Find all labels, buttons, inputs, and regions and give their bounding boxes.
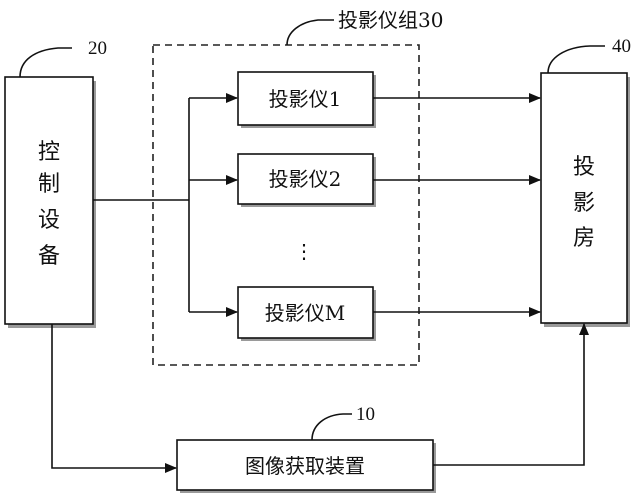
projector-group-leader xyxy=(286,19,334,46)
projection-room-ref-number: 40 xyxy=(612,36,631,57)
control-device-char-4: 备 xyxy=(38,244,60,269)
projection-room-char-1: 投 xyxy=(573,155,595,180)
image-capture-label: 图像获取装置 xyxy=(245,454,365,478)
projection-room-ref: 40 xyxy=(547,36,631,74)
image-capture-block: 图像获取装置 xyxy=(176,439,436,493)
projector-2-block: 投影仪2 xyxy=(237,153,376,207)
control-device-block: 控 制 设 备 xyxy=(4,76,96,328)
projector-m-block: 投影仪M xyxy=(237,286,376,341)
projector-group-label: 投影仪组30 xyxy=(338,8,443,32)
projectors-to-room-connector xyxy=(373,93,541,317)
projector-group-block: 投影仪组30 xyxy=(152,8,443,366)
arrow-control-to-image-capture xyxy=(51,324,177,473)
projector-1-label: 投影仪1 xyxy=(269,87,342,111)
projection-room-char-3: 房 xyxy=(573,226,595,251)
arrow-image-capture-to-room xyxy=(433,323,589,466)
projector-1-block: 投影仪1 xyxy=(237,71,376,128)
projection-room-char-2: 影 xyxy=(573,191,595,216)
image-capture-ref-number: 10 xyxy=(356,404,375,425)
control-device-ref-number: 20 xyxy=(88,38,107,59)
image-capture-ref: 10 xyxy=(311,404,375,441)
projector-ellipsis: ⋮ xyxy=(294,239,314,263)
projector-m-label: 投影仪M xyxy=(265,301,345,325)
control-to-projectors-connector xyxy=(93,93,238,317)
control-device-char-2: 制 xyxy=(38,172,60,197)
projector-2-label: 投影仪2 xyxy=(269,167,342,191)
control-device-ref: 20 xyxy=(19,38,107,78)
control-device-char-1: 控 xyxy=(38,140,60,165)
control-device-char-3: 设 xyxy=(38,208,60,233)
projection-room-block: 投 影 房 xyxy=(540,72,630,327)
